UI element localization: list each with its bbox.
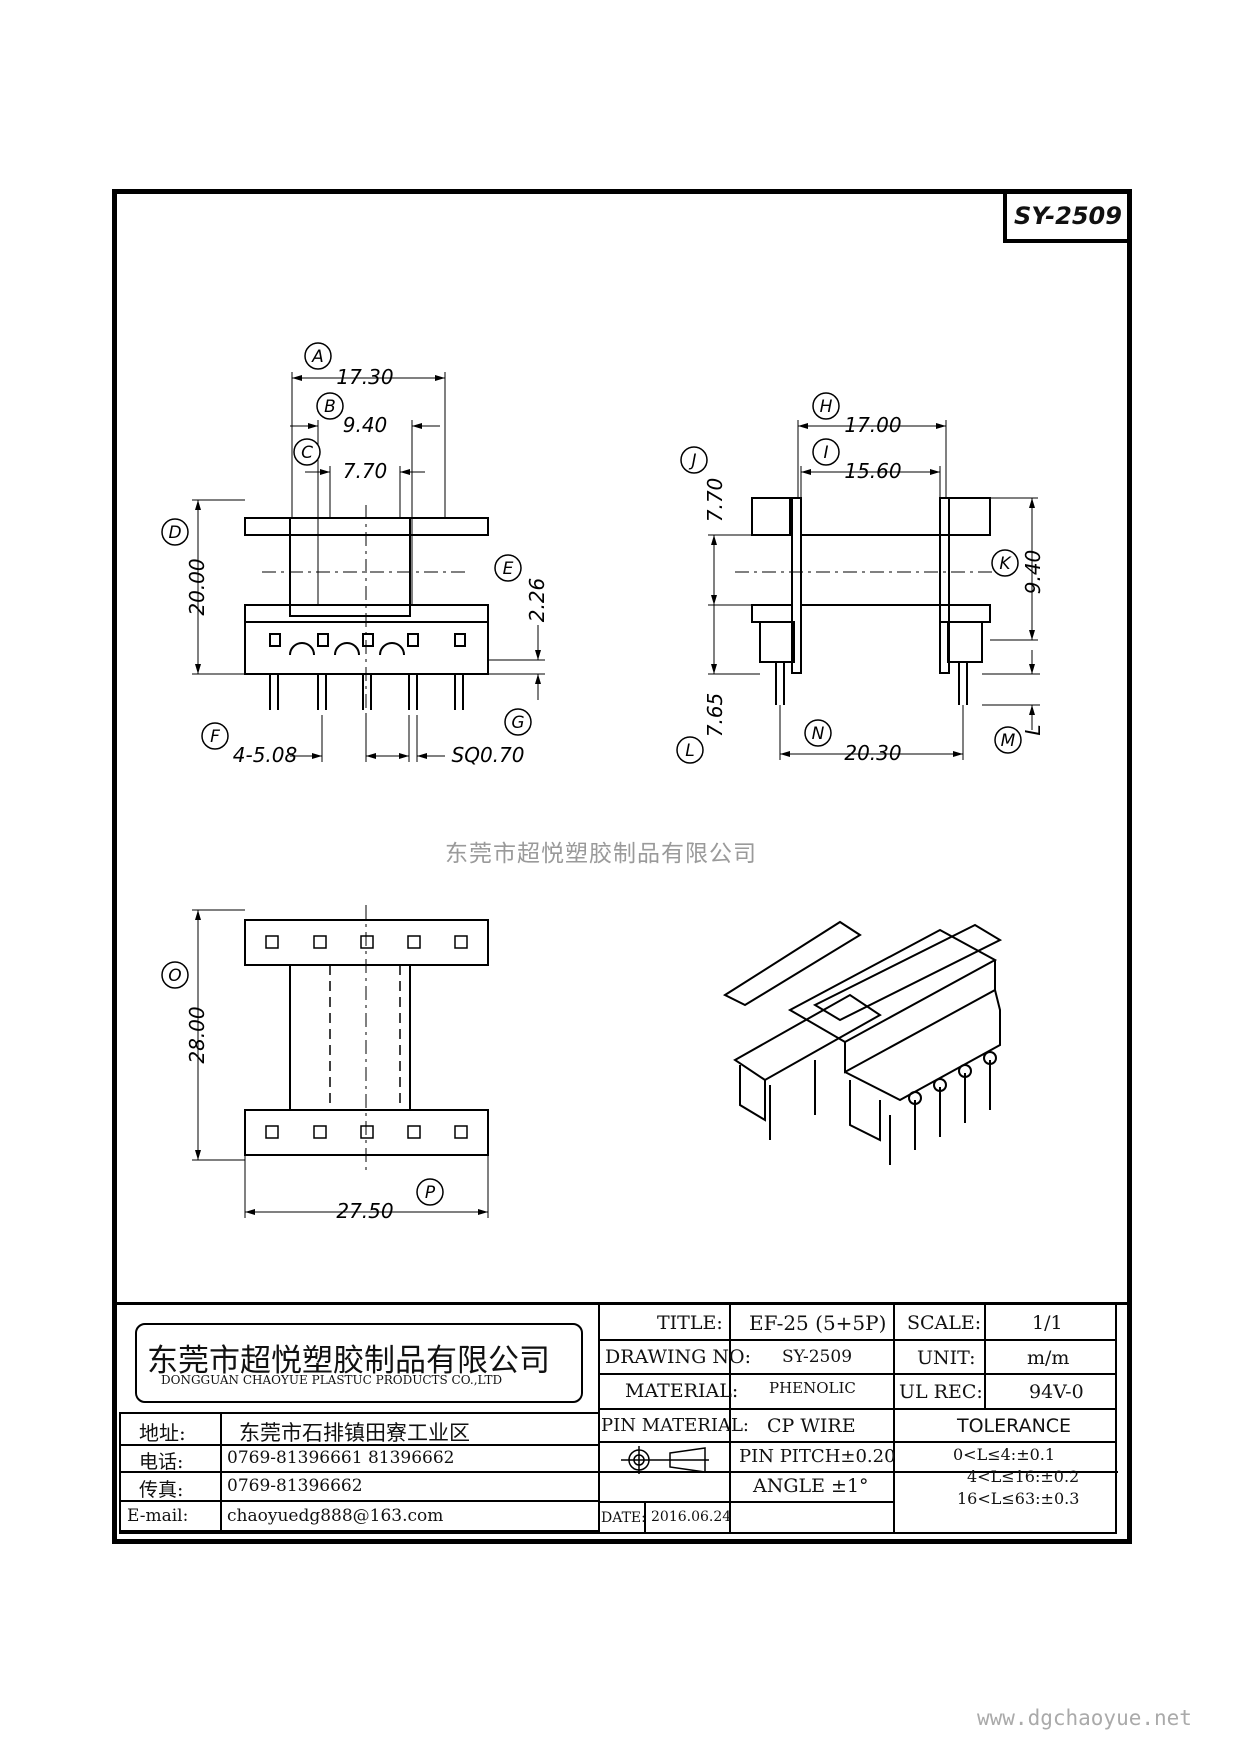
title-block: 东莞市超悦塑胶制品有限公司 DONGGUAN CHAOYUE PLASTUC P… bbox=[117, 1302, 1127, 1539]
ul-label: UL REC: bbox=[899, 1381, 983, 1403]
dim-A: A 17.30 bbox=[304, 342, 394, 389]
dim-F: F 4-5.08 bbox=[201, 722, 297, 767]
drawing-no-value: SY-2509 bbox=[782, 1347, 853, 1367]
dim-letter: P bbox=[425, 1183, 436, 1203]
dim-value: 9.40 bbox=[343, 413, 388, 437]
company-name-en: DONGGUAN CHAOYUE PLASTUC PRODUCTS CO.,LT… bbox=[161, 1373, 503, 1387]
dim-O: O 28.00 bbox=[161, 961, 209, 1064]
dim-value: 17.30 bbox=[336, 365, 393, 389]
dim-letter: J bbox=[688, 451, 696, 471]
pin-pitch: PIN PITCH±0.20 bbox=[739, 1446, 896, 1467]
dim-value: 15.60 bbox=[844, 459, 901, 483]
address-value: 东莞市石排镇田寮工业区 bbox=[239, 1421, 470, 1445]
dim-G: G SQ0.70 bbox=[452, 708, 532, 767]
fax-label: 传真: bbox=[139, 1479, 184, 1501]
dim-value: 7.70 bbox=[343, 459, 388, 483]
dim-value: 2.26 bbox=[525, 578, 549, 623]
email-value: chaoyuedg888@163.com bbox=[227, 1506, 444, 1526]
dim-value: 7.65 bbox=[703, 693, 727, 738]
dim-letter: O bbox=[168, 966, 181, 986]
dim-value: SQ0.70 bbox=[452, 743, 525, 767]
dim-I: I 15.60 bbox=[812, 438, 902, 483]
website-watermark: www.dgchaoyue.net bbox=[977, 1706, 1192, 1730]
unit-value: m/m bbox=[1027, 1347, 1070, 1369]
dim-value: 20.30 bbox=[844, 741, 901, 765]
dim-letter: N bbox=[812, 724, 825, 744]
dim-letter: E bbox=[503, 559, 514, 579]
email-label: E-mail: bbox=[127, 1506, 189, 1526]
title-label: TITLE: bbox=[657, 1312, 723, 1334]
front-view bbox=[192, 372, 545, 762]
side-view bbox=[708, 420, 1040, 760]
dim-letter: M bbox=[1001, 731, 1016, 751]
drawing-number-box: SY-2509 bbox=[1003, 193, 1129, 243]
dim-E: E 2.26 bbox=[494, 554, 549, 623]
dim-letter: I bbox=[823, 443, 828, 463]
dim-B: B 9.40 bbox=[316, 392, 388, 437]
drawing-no-label: DRAWING NO: bbox=[605, 1346, 751, 1368]
dim-value: 7.70 bbox=[703, 478, 727, 523]
angle: ANGLE ±1° bbox=[753, 1475, 869, 1497]
scale-label: SCALE: bbox=[907, 1312, 982, 1334]
dim-value: 28.00 bbox=[185, 1006, 209, 1063]
dim-letter: B bbox=[324, 397, 336, 417]
dim-value: 20.00 bbox=[185, 558, 209, 615]
dim-value: 9.40 bbox=[1021, 550, 1045, 595]
company-watermark: 东莞市超悦塑胶制品有限公司 bbox=[445, 841, 757, 867]
tolerance-3: 16<L≤63:±0.3 bbox=[957, 1489, 1080, 1508]
bottom-view bbox=[192, 905, 489, 1218]
dim-letter: G bbox=[511, 713, 524, 733]
dim-letter: D bbox=[168, 523, 181, 543]
dim-P: P 27.50 bbox=[336, 1178, 444, 1223]
tolerance-1: 0<L≤4:±0.1 bbox=[953, 1445, 1056, 1464]
address-label: 地址: bbox=[139, 1421, 186, 1445]
dim-N: N 20.30 bbox=[804, 719, 902, 765]
dim-H: H 17.00 bbox=[812, 392, 902, 437]
material-value: PHENOLIC bbox=[769, 1379, 856, 1397]
projection-symbol bbox=[621, 1446, 709, 1474]
dim-letter: K bbox=[999, 554, 1012, 574]
dim-letter: F bbox=[210, 727, 220, 747]
dim-D: D 20.00 bbox=[161, 518, 209, 616]
dim-letter: H bbox=[820, 397, 833, 417]
unit-label: UNIT: bbox=[917, 1347, 976, 1369]
ul-value: 94V-0 bbox=[1029, 1381, 1084, 1403]
dim-value: 27.50 bbox=[336, 1199, 393, 1223]
dim-value: 4-5.08 bbox=[233, 743, 297, 767]
scale-value: 1/1 bbox=[1032, 1312, 1063, 1334]
drawing-frame bbox=[112, 189, 1132, 1544]
company-name-cn: 东莞市超悦塑胶制品有限公司 bbox=[147, 1343, 550, 1379]
dim-L: L 7.65 bbox=[676, 693, 727, 764]
pin-material-label: PIN MATERIAL: bbox=[601, 1415, 749, 1436]
isometric-view bbox=[722, 920, 1003, 1165]
company-name-box bbox=[135, 1323, 583, 1403]
dim-value: L bbox=[1021, 724, 1045, 735]
tolerance-2: 4<L≤16:±0.2 bbox=[967, 1467, 1080, 1486]
dim-letter: L bbox=[685, 741, 694, 761]
tolerance-label: TOLERANCE bbox=[957, 1415, 1072, 1437]
date-value: 2016.06.24 bbox=[651, 1509, 732, 1525]
dim-C: C 7.70 bbox=[293, 438, 388, 483]
date-label: DATE: bbox=[601, 1510, 646, 1526]
dim-letter: A bbox=[311, 347, 324, 367]
dim-M: M L bbox=[994, 724, 1045, 754]
phone-label: 电话: bbox=[139, 1451, 184, 1473]
dim-K: K 9.40 bbox=[991, 549, 1045, 595]
material-label: MATERIAL: bbox=[625, 1380, 739, 1402]
dim-letter: C bbox=[301, 443, 313, 463]
dim-value: 17.00 bbox=[844, 413, 901, 437]
drawing-number: SY-2509 bbox=[1014, 202, 1122, 230]
dim-J: J 7.70 bbox=[680, 446, 727, 523]
pin-material-value: CP WIRE bbox=[767, 1415, 856, 1437]
fax-value: 0769-81396662 bbox=[227, 1476, 363, 1496]
phone-value: 0769-81396661 81396662 bbox=[227, 1448, 455, 1468]
title-value: EF-25 (5+5P) bbox=[749, 1311, 887, 1335]
